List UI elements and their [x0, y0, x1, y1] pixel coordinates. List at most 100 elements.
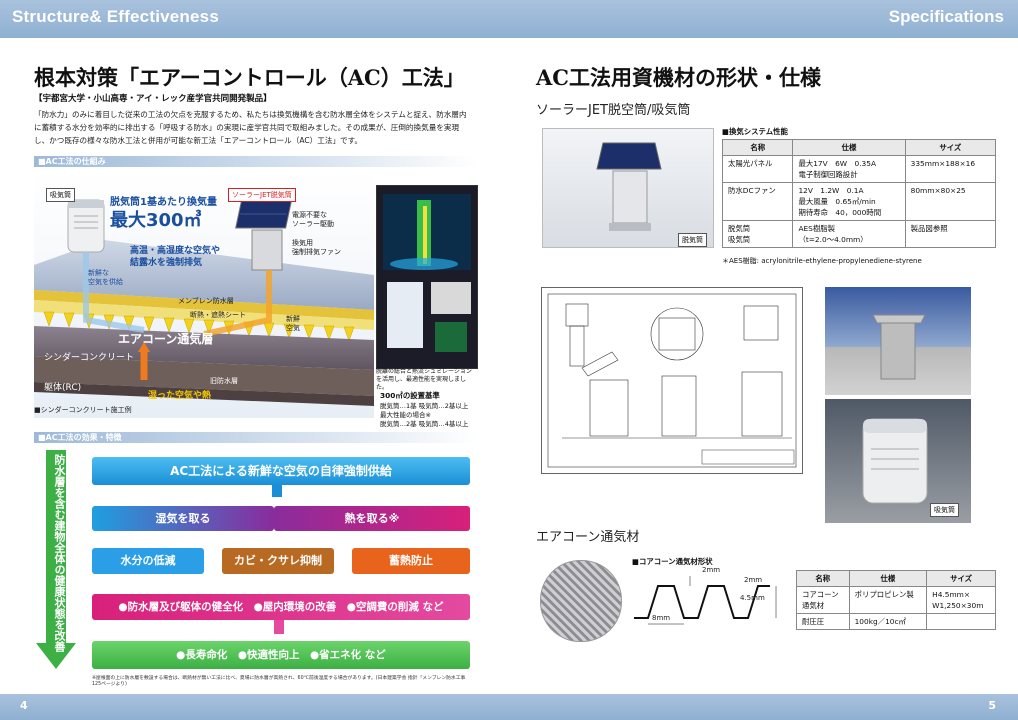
row3-size: 製品図参照: [904, 220, 997, 248]
flow-benefits-box: ●防水層及び躯体の健全化 ●屋内環境の改善 ●空調費の削減 など: [92, 594, 470, 620]
row2-size: 80mm×80×25: [904, 182, 997, 221]
standard-line-1: 脱気筒…1基 吸気筒…2基以上: [380, 402, 469, 410]
flow-top-box: AC工法による新鮮な空気の自律強制供給: [92, 457, 470, 485]
left-footnote: ※屋根面の上に防水層を敷設する場合は、断熱材が無い工法に比べ、夏場に防水層が高熱…: [92, 676, 466, 687]
bottom-banner: 4 5: [0, 694, 1018, 720]
label-membrane: メンブレン防水層: [178, 297, 234, 305]
photo-installed-jet: [825, 287, 971, 395]
ac-row2-name: 耐圧圧: [796, 613, 850, 630]
label-warm-air: 湿った空気や熱: [148, 391, 212, 401]
label-aircone-layer: エアコーン通気層: [118, 332, 214, 346]
aircone-col-size: サイズ: [926, 570, 996, 587]
table-row: 防水DCファン 12V 1.2W 0.1A 最大風量 0.65㎥/min 期待寿命 …: [721, 182, 997, 221]
side-arrow-text: 防水層を含む建物全体の健康状態を改善: [53, 454, 66, 652]
label-old-membrane: 旧防水層: [210, 377, 238, 385]
headline-volume: 脱気筒1基あたり換気量: [110, 197, 217, 208]
ac-row2-size: [926, 613, 996, 630]
left-page-title: 根本対策「エアーコントロール（AC）工法」: [34, 65, 465, 90]
intro-paragraph: 「防水力」のみに着目した従来の工法の欠点を克服するため、私たちは換気機構を含む防…: [34, 110, 467, 145]
heading-aircone: エアコーン通気材: [536, 530, 640, 545]
row2-spec3: 期待寿命 40，000時間: [798, 208, 882, 217]
simulation-caption: 脱離の総合と熱流シュミレーションを活用し、最適性能を実現しました。: [376, 368, 472, 391]
label-exhaust-tube: 吸気筒: [46, 188, 75, 202]
label-insulation: 断熱・遮熱シート: [190, 311, 246, 319]
label-solar-jet: ソーラーJET脱気筒: [228, 188, 296, 202]
aircone-table: 名称 仕様 サイズ コアコーン通気材 ポリプロピレン製 H4.5mm× W1,25…: [796, 570, 996, 630]
ac-row1-name1: コアコーン: [802, 590, 839, 599]
left-page-subtitle: 【宇都宮大学・小山高専・アイ・レック産学官共同開発製品】: [34, 94, 272, 104]
flow-heat-prevent-box: 蓄熱防止: [352, 548, 470, 574]
section-bar-effects: ■AC工法の効果・特徴: [34, 432, 478, 443]
label-no-power-2: ソーラー駆動: [292, 220, 334, 228]
ac-row1-size2: W1,250×30m: [932, 601, 984, 610]
aircone-sample-photo: [540, 560, 622, 642]
aircone-shape-title: ■コアコーン通気材形状: [632, 557, 713, 566]
spec-col-spec: 仕様: [792, 139, 906, 156]
flow-humidity-box: 湿気を取る: [92, 506, 274, 531]
row3-spec1: AES樹脂製: [798, 224, 836, 233]
table-row: 脱気筒吸気筒 AES樹脂製（t=2.0〜4.0mm） 製品図参照: [721, 220, 997, 248]
label-cinder-example: ■シンダーコンクリート施工例: [34, 406, 132, 414]
label-fresh-2: 空気を供給: [88, 278, 123, 286]
ac-row1-size1: H4.5mm×: [932, 590, 971, 599]
label-hot-air-2: 結露水を強制排気: [130, 258, 203, 268]
side-arrow-shaft: [46, 450, 66, 645]
row3-name1: 脱気筒: [728, 224, 751, 233]
top-banner: Structure& Effectiveness Specifications: [0, 0, 1018, 38]
photo-label-intake: 吸気筒: [930, 503, 959, 517]
ac-mechanism-diagram: [34, 170, 374, 418]
row2-name: 防水DCファン: [721, 182, 794, 221]
label-fresh-1: 新鮮な: [88, 269, 109, 277]
headline-max-300: 最大300㎥: [110, 210, 202, 231]
side-arrow-head: [36, 643, 76, 669]
row1-spec2: 電子制御回路設計: [798, 170, 858, 179]
left-section-title: Structure& Effectiveness: [12, 7, 219, 26]
label-new-air-1: 新鮮: [286, 315, 300, 323]
ac-row1-spec: ポリプロピレン製: [848, 586, 928, 614]
drawing-lines: [547, 293, 797, 468]
ac-row1-size: H4.5mm× W1,250×30m: [926, 586, 996, 614]
dim-2mm-right: 2mm: [744, 576, 763, 584]
spec-col-name: 名称: [721, 139, 794, 156]
row2-spec2: 最大風量 0.65㎥/min: [798, 197, 876, 206]
dim-8mm: 8mm: [652, 614, 671, 622]
row1-name: 太陽光パネル: [721, 155, 794, 183]
aes-note: ＊AES樹脂: acrylonitrile-ethylene-propylene…: [722, 257, 922, 265]
intake-tube-illustration: [862, 418, 928, 504]
aircone-col-spec: 仕様: [848, 570, 928, 587]
spec-col-size: サイズ: [904, 139, 997, 156]
standard-line-3: 脱気筒…2基 吸気筒…4基以上: [380, 420, 469, 428]
ac-row2-spec: 100kg／10c㎡: [848, 613, 928, 630]
dim-2mm-top: 2mm: [702, 566, 721, 574]
label-body-rc: 躯体(RC): [44, 383, 82, 393]
row2-spec1: 12V 1.2W 0.1A: [798, 186, 864, 195]
technical-drawing: [541, 287, 803, 474]
flow-water-box: 水分の低減: [92, 548, 204, 574]
table-row: コアコーン通気材 ポリプロピレン製 H4.5mm× W1,250×30m: [796, 586, 996, 614]
label-fan-1: 換気用: [292, 239, 313, 247]
label-hot-air: 高温・高湿度な空気や: [130, 246, 221, 256]
right-page-title: AC工法用資機材の形状・仕様: [536, 65, 822, 90]
solar-jet-illustration: [596, 142, 662, 231]
row3-name2: 吸気筒: [728, 235, 751, 244]
flow-final-box: ●長寿命化 ●快適性向上 ●省エネ化 など: [92, 641, 470, 669]
row2-spec: 12V 1.2W 0.1A 最大風量 0.65㎥/min 期待寿命 40，000時間: [792, 182, 906, 221]
simulation-images: [383, 194, 471, 352]
standard-title: 300㎡の設置基準: [380, 391, 440, 400]
flow-heat-box: 熱を取る※: [274, 506, 470, 531]
photo-intake-tube: [825, 399, 971, 523]
photo-label-exhaust: 脱気筒: [678, 233, 707, 247]
photo-solar-jet: [542, 128, 714, 248]
label-new-air-2: 空気: [286, 324, 300, 332]
row1-size: 335mm×188×16: [904, 155, 997, 183]
installed-jet-illustration: [872, 314, 926, 380]
spec-table-title: ■換気システム性能: [722, 127, 788, 136]
ac-row1-name: コアコーン通気材: [796, 586, 850, 614]
aircone-col-name: 名称: [796, 570, 850, 587]
label-fan-2: 強制排気ファン: [292, 248, 341, 256]
flow-connector-2: [274, 620, 284, 634]
ac-row1-name2: 通気材: [802, 601, 825, 610]
